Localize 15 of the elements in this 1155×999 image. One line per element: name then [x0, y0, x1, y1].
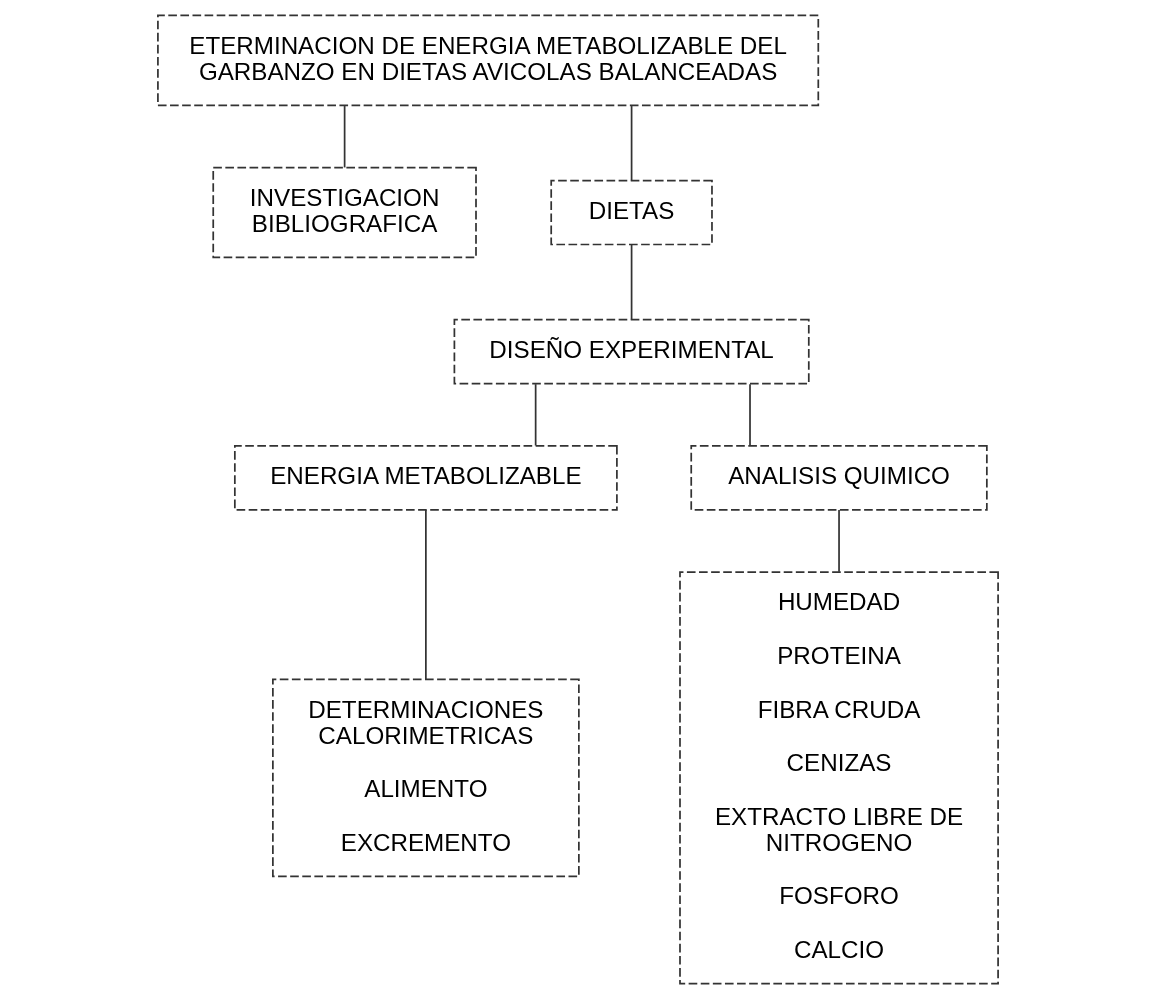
node-box: ETERMINACION DE ENERGIA METABOLIZABLE DEL GARBANZO EN DIETAS AVICOLAS BALANCEADAS	[156, 14, 819, 107]
node-box: INVESTIGACION BIBLIOGRAFICA	[211, 166, 477, 259]
node-box: DIETAS	[549, 179, 713, 246]
connector	[424, 509, 427, 680]
connector	[837, 509, 840, 573]
connector	[748, 383, 751, 447]
connector	[630, 243, 632, 321]
node-box: DISEÑO EXPERIMENTAL	[453, 318, 810, 385]
node-box: ENERGIA METABOLIZABLE	[233, 445, 618, 511]
connector	[343, 105, 345, 169]
connector	[630, 105, 632, 182]
connector	[534, 383, 536, 447]
node-box: HUMEDAD PROTEINA FIBRA CRUDA CENIZAS EXTRACTO LIBRE DE NITROGENO FOSFORO CALCIO	[678, 571, 999, 985]
node-box: DETERMINACIONES CALORIMETRICAS ALIMENTO EXCREMENTO	[271, 678, 580, 878]
node-box: ANALISIS QUIMICO	[689, 445, 988, 511]
